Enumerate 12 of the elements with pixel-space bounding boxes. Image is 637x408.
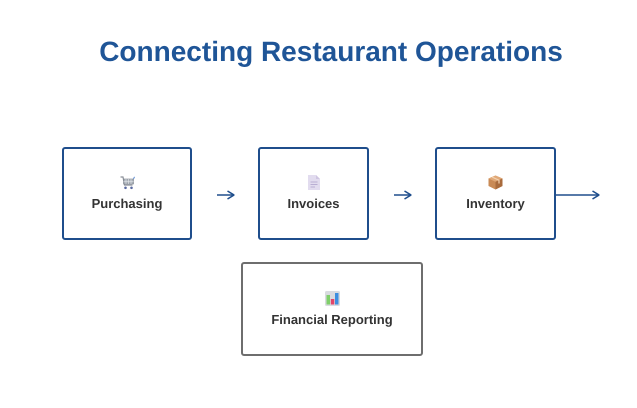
box-label: Inventory — [466, 196, 525, 212]
box-label: Financial Reporting — [271, 312, 393, 328]
process-box — [258, 147, 369, 240]
arrow — [556, 190, 600, 200]
box-label: Purchasing — [92, 196, 162, 212]
process-box — [241, 262, 423, 356]
arrow — [217, 190, 235, 200]
process-box — [62, 147, 192, 240]
box-label: Invoices — [287, 196, 340, 212]
diagram-title: Connecting Restaurant Operations — [98, 35, 564, 69]
arrow — [394, 190, 412, 200]
process-box — [435, 147, 556, 240]
